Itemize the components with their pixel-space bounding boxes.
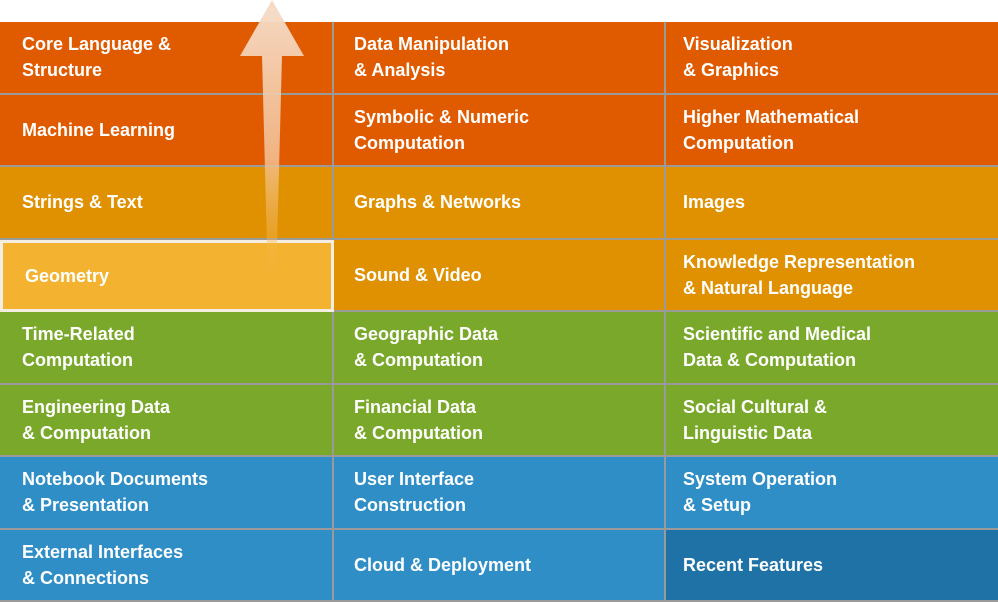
tile-external-interfaces[interactable]: External Interfaces & Connections: [0, 529, 334, 602]
tile-graphs-networks[interactable]: Graphs & Networks: [334, 167, 666, 240]
tile-user-interface[interactable]: User Interface Construction: [334, 457, 666, 530]
tile-geometry[interactable]: Geometry: [0, 239, 334, 312]
grid-row: Geometry Sound & Video Knowledge Represe…: [0, 239, 998, 312]
tile-symbolic-numeric[interactable]: Symbolic & Numeric Computation: [334, 94, 666, 167]
grid-row: Strings & Text Graphs & Networks Images: [0, 167, 998, 240]
tile-knowledge-representation[interactable]: Knowledge Representation & Natural Langu…: [666, 239, 998, 312]
tile-data-manipulation[interactable]: Data Manipulation & Analysis: [334, 22, 666, 95]
tile-images[interactable]: Images: [666, 167, 998, 240]
tile-strings-text[interactable]: Strings & Text: [0, 167, 334, 240]
tile-cloud-deployment[interactable]: Cloud & Deployment: [334, 529, 666, 602]
grid-row: Engineering Data & Computation Financial…: [0, 384, 998, 457]
grid-row: Machine Learning Symbolic & Numeric Comp…: [0, 94, 998, 167]
tile-engineering-data[interactable]: Engineering Data & Computation: [0, 384, 334, 457]
tile-higher-math[interactable]: Higher Mathematical Computation: [666, 94, 998, 167]
category-grid: Core Language & Structure Data Manipulat…: [0, 22, 998, 602]
tile-financial-data[interactable]: Financial Data & Computation: [334, 384, 666, 457]
tile-recent-features[interactable]: Recent Features: [666, 529, 998, 602]
tile-sound-video[interactable]: Sound & Video: [334, 239, 666, 312]
tile-scientific-medical[interactable]: Scientific and Medical Data & Computatio…: [666, 312, 998, 385]
tile-geographic-data[interactable]: Geographic Data & Computation: [334, 312, 666, 385]
grid-row: External Interfaces & Connections Cloud …: [0, 529, 998, 602]
tile-visualization[interactable]: Visualization & Graphics: [666, 22, 998, 95]
tile-social-cultural[interactable]: Social Cultural & Linguistic Data: [666, 384, 998, 457]
grid-row: Core Language & Structure Data Manipulat…: [0, 22, 998, 95]
tile-machine-learning[interactable]: Machine Learning: [0, 94, 334, 167]
tile-notebook-documents[interactable]: Notebook Documents & Presentation: [0, 457, 334, 530]
grid-row: Time-Related Computation Geographic Data…: [0, 312, 998, 385]
grid-row: Notebook Documents & Presentation User I…: [0, 457, 998, 530]
tile-system-operation[interactable]: System Operation & Setup: [666, 457, 998, 530]
tile-core-language[interactable]: Core Language & Structure: [0, 22, 334, 95]
tile-time-related[interactable]: Time-Related Computation: [0, 312, 334, 385]
